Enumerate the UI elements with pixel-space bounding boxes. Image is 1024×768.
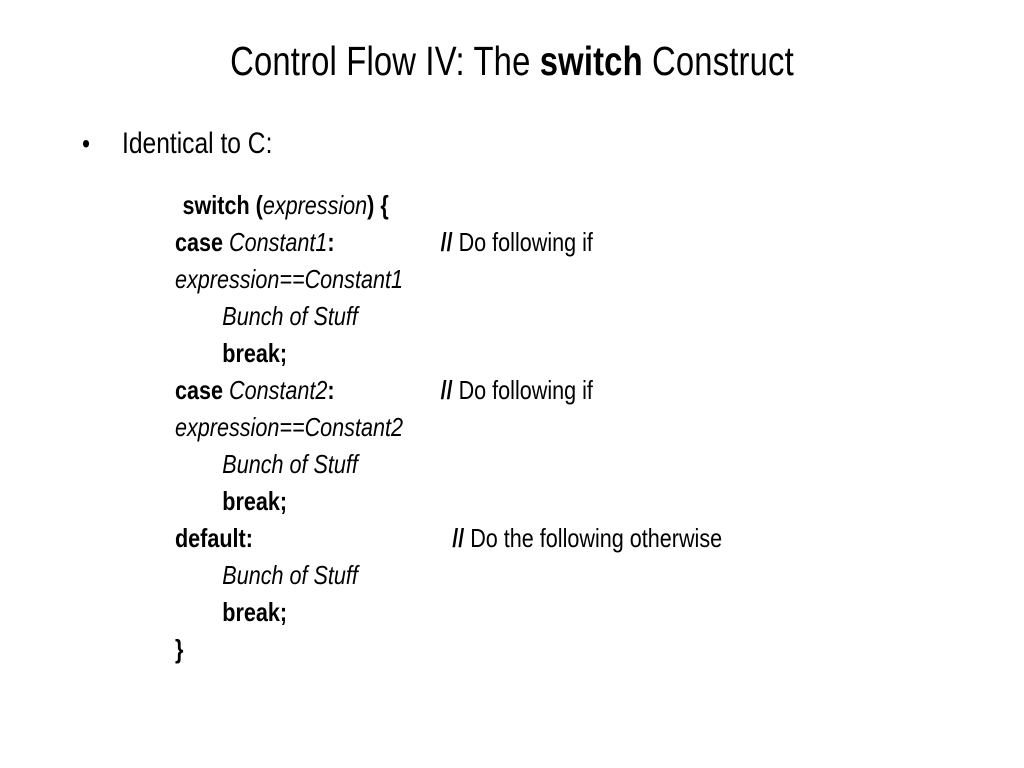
code-line: break; (175, 594, 856, 631)
code-segment: expression (262, 190, 368, 220)
code-segment: == (279, 264, 305, 294)
code-line: Bunch of Stuff (175, 298, 856, 335)
comment-slashes: // (440, 375, 453, 405)
code-line: } (175, 631, 856, 668)
page-title-suffix: Construct (642, 38, 794, 84)
comment-slashes: // (440, 227, 453, 257)
code-segment: { (380, 190, 389, 220)
code-segment: Bunch of Stuff (222, 560, 358, 590)
comment-slashes: // (452, 523, 465, 553)
code-comment: // Do the following otherwise (452, 520, 722, 557)
comment-text: Do following if (452, 375, 593, 405)
code-segment: expression (175, 412, 280, 442)
code-line: expression==Constant2 (175, 409, 856, 446)
bullet-item-identical-to-c: • Identical to C: (82, 124, 782, 164)
code-segment: Bunch of Stuff (222, 449, 358, 479)
bullet-item-label: Identical to C: (122, 127, 273, 160)
code-segment: Constant1 (229, 227, 328, 257)
code-line: break; (175, 335, 856, 372)
code-line: case Constant2: // Do following if (175, 372, 856, 409)
code-segment: switch (182, 190, 256, 220)
code-segment: break; (222, 597, 288, 627)
code-line: expression==Constant1 (175, 261, 856, 298)
bullet-marker-icon: • (82, 128, 91, 159)
code-segment: case (175, 227, 230, 257)
code-line: Bunch of Stuff (175, 446, 856, 483)
page-title-prefix: Control Flow IV: The (230, 38, 540, 84)
page-title-keyword: switch (539, 38, 643, 84)
code-line: case Constant1: // Do following if (175, 224, 856, 261)
code-segment: case (175, 375, 230, 405)
code-segment: Constant2 (229, 375, 328, 405)
code-line: break; (175, 483, 856, 520)
code-line: Bunch of Stuff (175, 557, 856, 594)
code-segment: : (327, 227, 335, 257)
code-comment: // Do following if (441, 372, 593, 409)
code-segment: Bunch of Stuff (222, 301, 358, 331)
code-segment: break; (222, 338, 288, 368)
code-segment: == (279, 412, 305, 442)
code-listing: switch (expression) {case Constant1:// D… (175, 187, 995, 668)
code-segment: Constant2 (304, 412, 403, 442)
code-segment: } (175, 634, 184, 664)
code-segment: ) (367, 190, 375, 220)
code-segment: break; (222, 486, 288, 516)
comment-text: Do the following otherwise (464, 523, 723, 553)
code-line: default: // Do the following otherwise (175, 520, 856, 557)
code-segment: Constant1 (304, 264, 403, 294)
page-title: Control Flow IV: The switch Construct (102, 36, 921, 86)
code-segment: ( (255, 190, 263, 220)
code-segment: default: (175, 523, 253, 553)
code-segment: expression (175, 264, 280, 294)
code-line: switch (expression) { (175, 187, 856, 224)
comment-text: Do following if (452, 227, 593, 257)
code-segment: : (327, 375, 335, 405)
code-comment: // Do following if (441, 224, 593, 261)
